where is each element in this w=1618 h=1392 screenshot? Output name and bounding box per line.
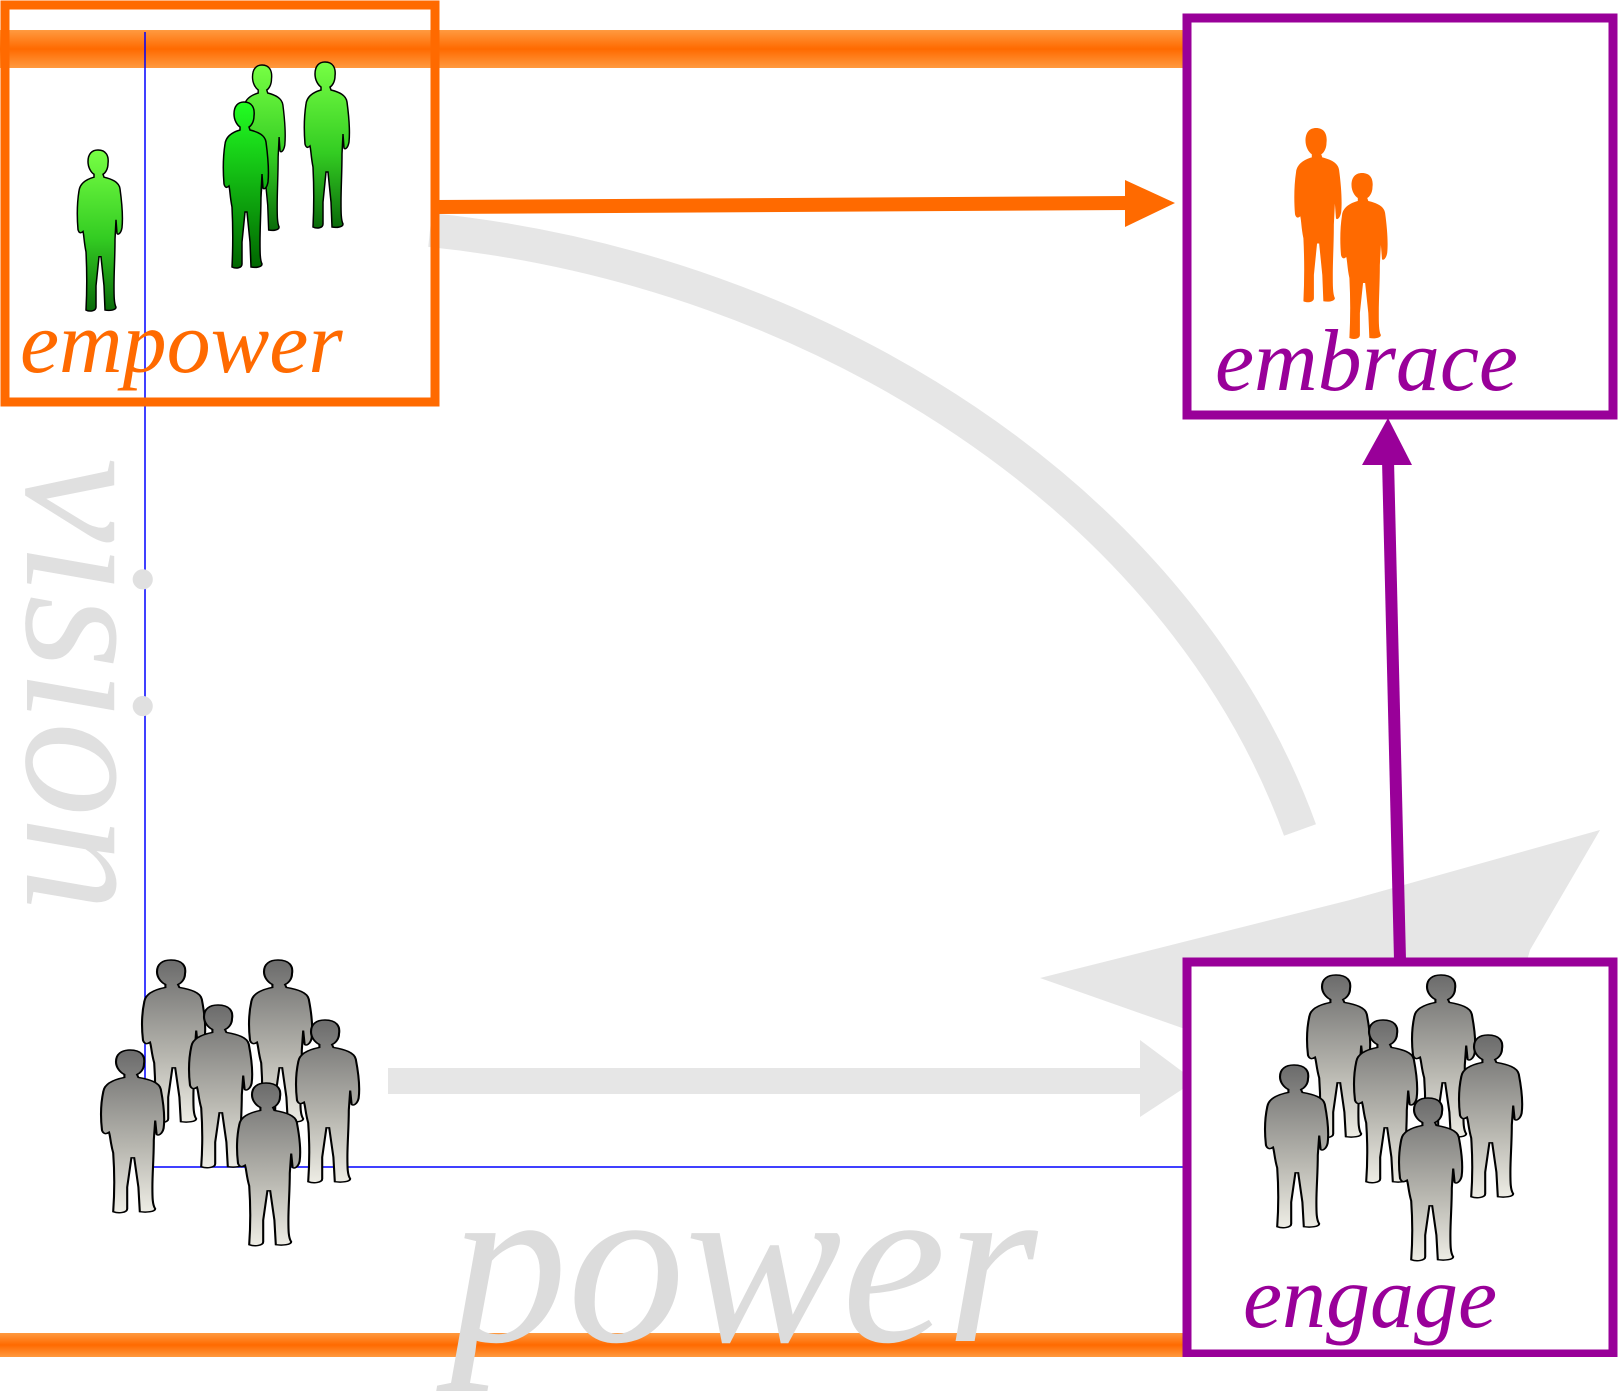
embrace-label: embrace [1215,313,1518,410]
watermark-power: power [450,1132,1038,1392]
empower-to-embrace-arrow-head [1125,180,1175,227]
top-orange-bar [0,30,1185,68]
empower-label: empower [20,295,343,392]
curved-arrow-shaft [428,213,1316,836]
gray-horizontal-arrow-head [1140,1040,1195,1117]
engage-label: engage [1243,1250,1498,1347]
gray-horizontal-arrow-shaft [388,1068,1148,1094]
embrace-box [1182,13,1618,420]
empower-box [0,0,440,407]
engage-to-embrace-arrow-shaft [1382,459,1406,961]
bottom-orange-bar [0,1333,1185,1357]
people-group-green-icon [76,61,351,312]
engage-to-embrace-arrow-head [1362,418,1412,465]
diagram-canvas [0,0,1618,1357]
watermark-vision: vision [0,458,195,912]
empower-to-embrace-arrow-shaft [434,196,1131,214]
